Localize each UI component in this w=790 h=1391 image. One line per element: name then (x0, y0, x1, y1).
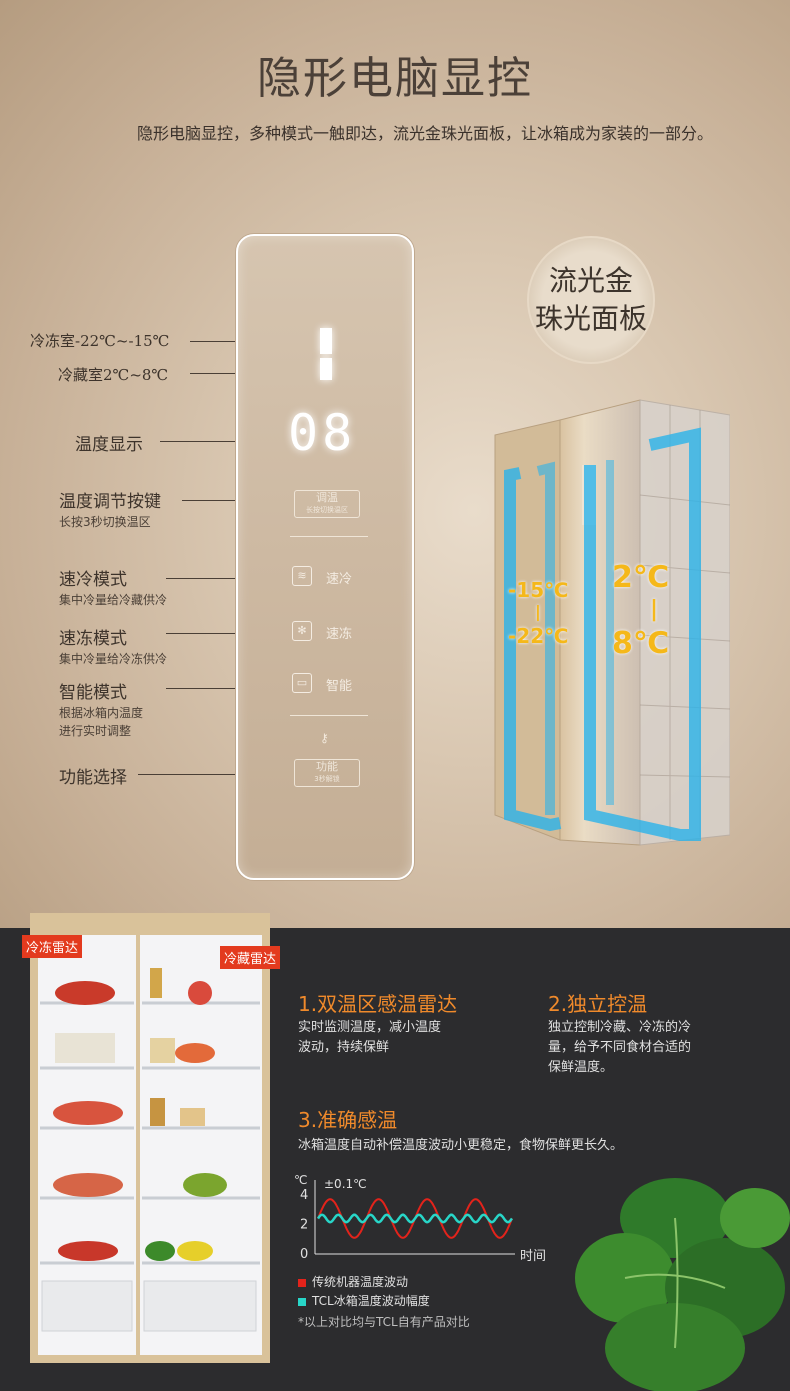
label-fast-cool: 速冷模式 集中冷量给冷藏供冷 (59, 570, 168, 607)
legend-traditional: 传统机器温度波动 (298, 1273, 408, 1290)
freezer-indicator (320, 328, 332, 354)
y-axis-unit: ℃ (294, 1173, 307, 1187)
temp-digits: 08 (288, 404, 357, 462)
fridge-high-temp: 2℃ (612, 560, 670, 595)
fridge-interior-image (30, 913, 270, 1363)
fast-freeze-button[interactable]: ✻ 速冻 (292, 621, 372, 643)
legend-cyan-swatch (298, 1297, 306, 1306)
label-freezer: 冷冻室-22℃~-15℃ (30, 332, 170, 350)
y-tick-label: 4 (300, 1188, 308, 1203)
freezer-low-temp: -22℃ (508, 624, 569, 648)
line-smart (166, 688, 288, 689)
fridge-low-temp: 8℃ (612, 626, 670, 661)
feature-1-title: 1.双温区感温雷达 (298, 992, 458, 1016)
features-section: 冷冻雷达 冷藏雷达 1.双温区感温雷达 实时监测温度，减小温度波动，持续保鲜 2… (0, 913, 790, 1391)
smart-button[interactable]: ▭ 智能 (292, 673, 372, 695)
footnote: *以上对比均与TCL自有产品对比 (298, 1315, 470, 1329)
page-title: 隐形电脑显控 (257, 53, 533, 104)
lock-icon: ⚷ (320, 731, 329, 745)
x-axis-label: 时间 (520, 1249, 546, 1264)
snowflake-icon: ✻ (292, 621, 312, 641)
feature-3-text: 冰箱温度自动补偿温度波动小更稳定，食物保鲜更长久。 (298, 1138, 624, 1153)
label-function: 功能选择 (59, 768, 127, 788)
line-fast-cool (166, 578, 288, 579)
chart-annotation: ±0.1℃ (324, 1177, 367, 1191)
page-subtitle: 隐形电脑显控，多种模式一触即达，流光金珠光面板，让冰箱成为家装的一部分。 (136, 124, 713, 143)
fridge-range-divider: | (650, 597, 659, 622)
gold-panel-badge: 流光金 珠光面板 (527, 236, 655, 364)
adjust-temp-button[interactable]: 调温长按切换温区 (294, 490, 360, 518)
feature-2-text: 独立控制冷藏、冷冻的冷量，给予不同食材合适的保鲜温度。 (548, 1020, 692, 1075)
panel-divider-2 (290, 715, 368, 716)
y-tick-label: 0 (300, 1247, 308, 1262)
panel-divider-1 (290, 536, 368, 537)
legend-red-swatch (298, 1278, 306, 1287)
freezer-radar-tag: 冷冻雷达 (22, 935, 83, 958)
label-temp-display: 温度显示 (75, 435, 143, 455)
fridge-illustration (494, 399, 730, 846)
feature-3-title: 3.准确感温 (298, 1108, 398, 1132)
label-fridge: 冷藏室2℃~8℃ (58, 366, 169, 384)
feature-1-text: 实时监测温度，减小温度波动，持续保鲜 (298, 1020, 442, 1055)
legend-tcl: TCL冰箱温度波动幅度 (298, 1292, 430, 1309)
line-function (138, 774, 288, 775)
y-tick-label: 2 (300, 1217, 308, 1232)
line-fast-freeze (166, 633, 288, 634)
fridge-radar-tag: 冷藏雷达 (220, 946, 281, 969)
spinach-image (575, 1178, 790, 1391)
fast-cool-icon: ≋ (292, 566, 312, 586)
label-fast-freeze: 速冻模式 集中冷量给冷冻供冷 (59, 629, 168, 666)
freezer-range-divider: | (535, 602, 541, 621)
freezer-high-temp: -15℃ (508, 578, 569, 602)
label-smart: 智能模式 根据冰箱内温度 进行实时调整 (59, 683, 144, 738)
fridge-indicator (320, 358, 332, 380)
temperature-chart: ℃ ±0.1℃ 时间 0 2 4 (294, 1173, 546, 1264)
feature-2-title: 2.独立控温 (548, 992, 648, 1016)
series-tcl-line (316, 1213, 513, 1224)
fast-cool-button[interactable]: ≋ 速冷 (292, 566, 372, 588)
hero-section: 隐形电脑显控 隐形电脑显控，多种模式一触即达，流光金珠光面板，让冰箱成为家装的一… (0, 0, 790, 928)
line-temp-display (160, 441, 284, 442)
label-temp-button: 温度调节按键 长按3秒切换温区 (59, 492, 161, 529)
monitor-icon: ▭ (292, 673, 312, 693)
